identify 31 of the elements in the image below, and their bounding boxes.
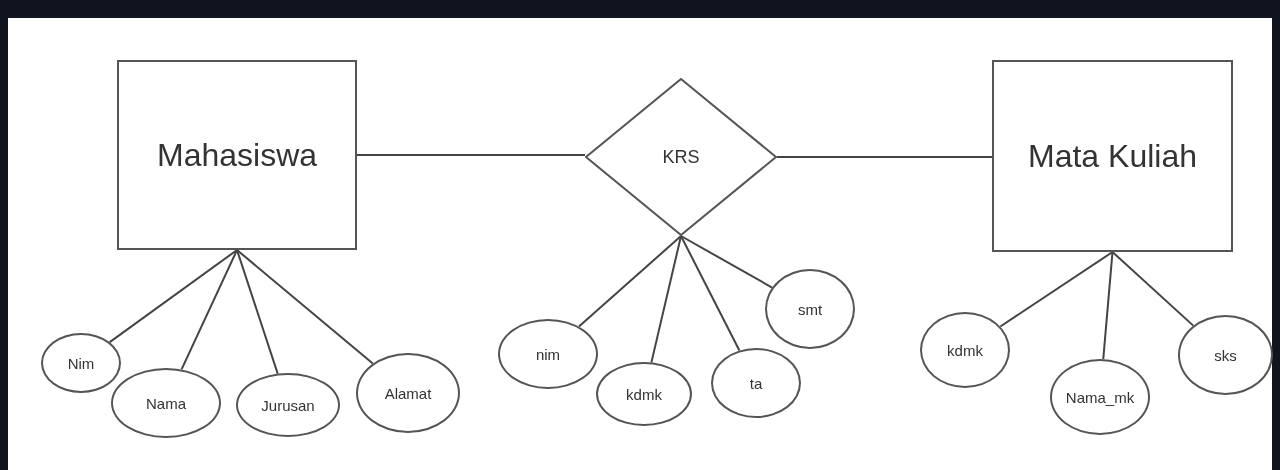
- attribute-name: sks: [1214, 346, 1237, 364]
- attribute-name: Nama: [146, 394, 186, 412]
- connector-line: [776, 156, 993, 158]
- connector-line: [680, 235, 774, 289]
- attribute-name: kdmk: [626, 385, 662, 403]
- connector-line: [180, 249, 238, 371]
- attribute-name: Nama_mk: [1065, 388, 1135, 406]
- entity-box: [117, 60, 357, 250]
- connector-line: [999, 251, 1114, 328]
- entity-box: [992, 60, 1233, 252]
- attribute-name: nim: [535, 345, 561, 363]
- attribute-name: kdmk: [947, 341, 983, 359]
- attribute-name: smt: [797, 300, 823, 318]
- entity-name: Mata Kuliah: [1028, 137, 1197, 175]
- connector-line: [577, 235, 682, 328]
- connector-line: [680, 235, 741, 352]
- attribute-ellipse: [41, 333, 121, 393]
- connector-line: [1111, 251, 1195, 327]
- relationship-diamond: [585, 78, 777, 236]
- connector-line: [356, 154, 586, 156]
- connector-line: [236, 249, 279, 375]
- attribute-name: Nim: [67, 354, 95, 372]
- connector-line: [1102, 251, 1114, 361]
- attribute-name: Jurusan: [261, 396, 315, 414]
- attribute-name: Alamat: [384, 384, 432, 402]
- relationship-name: KRS: [662, 146, 700, 168]
- connector-line: [236, 249, 374, 365]
- connector-line: [108, 249, 238, 344]
- connector-line: [650, 235, 682, 364]
- attribute-name: ta: [749, 374, 763, 392]
- entity-name: Mahasiswa: [156, 136, 318, 174]
